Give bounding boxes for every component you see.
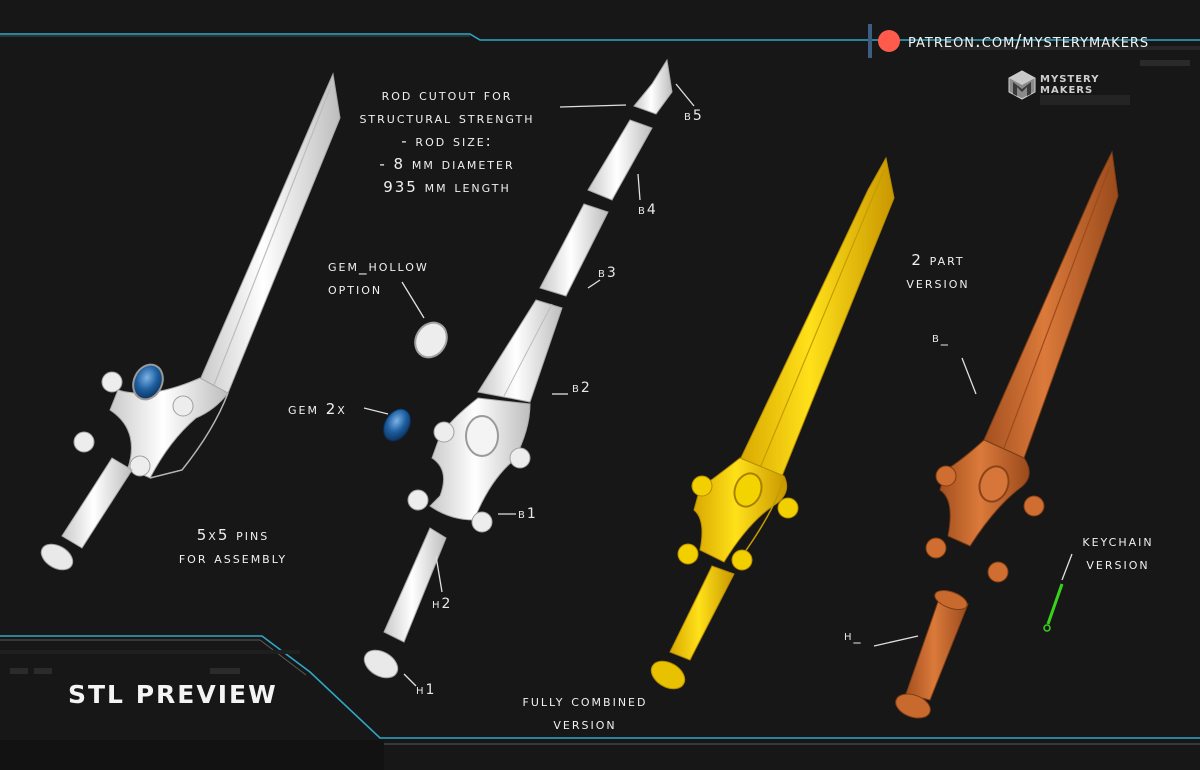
part-tag-h1: h1: [416, 682, 437, 698]
stl-preview-title: STL PREVIEW: [68, 680, 278, 709]
leader-lines: [363, 83, 1073, 687]
part-tag-b1: b1: [518, 506, 538, 522]
part-tag-b2: b2: [572, 380, 592, 396]
keychain-sword: [1043, 583, 1064, 632]
rod-note-line: - 8 mm diameter: [379, 155, 515, 173]
cube-logo-icon: [1008, 70, 1036, 100]
rod-note-line: - rod size:: [401, 132, 493, 150]
gem-hollow-part: [414, 321, 448, 359]
sword-orange-two-part: [895, 150, 1119, 719]
rod-note-line: 935 mm length: [383, 178, 511, 196]
part-tag-h-handle: h_: [844, 628, 863, 644]
rod-cutout-note: rod cutout for structural strength - rod…: [334, 84, 560, 199]
sword-yellow-combined: [650, 156, 895, 690]
combined-label: fully combined version: [522, 692, 648, 733]
part-tag-b-blade: b_: [932, 330, 950, 346]
rod-note-line: rod cutout for: [381, 86, 513, 104]
sword-white-exploded: [363, 58, 673, 679]
brand-name: MYSTERY MAKERS: [1040, 74, 1100, 96]
part-tag-b3: b3: [598, 265, 618, 281]
patreon-link[interactable]: patreon.com/mysterymakers: [868, 24, 1149, 58]
rod-note-line: structural strength: [359, 109, 535, 127]
part-tag-b5: b5: [684, 108, 704, 124]
patreon-url: patreon.com/mysterymakers: [908, 30, 1150, 52]
pins-label: 5x5 pins for assembly: [178, 526, 288, 567]
part-tag-h2: h2: [432, 596, 453, 612]
gem-hollow-label: gem_hollow option: [328, 257, 429, 298]
mystery-makers-logo: MYSTERY MAKERS: [1008, 70, 1099, 100]
sword-white-assembled: [40, 72, 341, 571]
two-part-label: 2 part version: [906, 251, 970, 292]
gem-label: gem 2x: [288, 400, 347, 418]
background-frame: [0, 33, 1200, 770]
patreon-circle-icon: [878, 30, 900, 52]
gem-part: [383, 408, 411, 442]
part-tag-b4: b4: [638, 202, 658, 218]
patreon-bar-icon: [868, 24, 872, 58]
keychain-label: keychain version: [1082, 532, 1154, 573]
